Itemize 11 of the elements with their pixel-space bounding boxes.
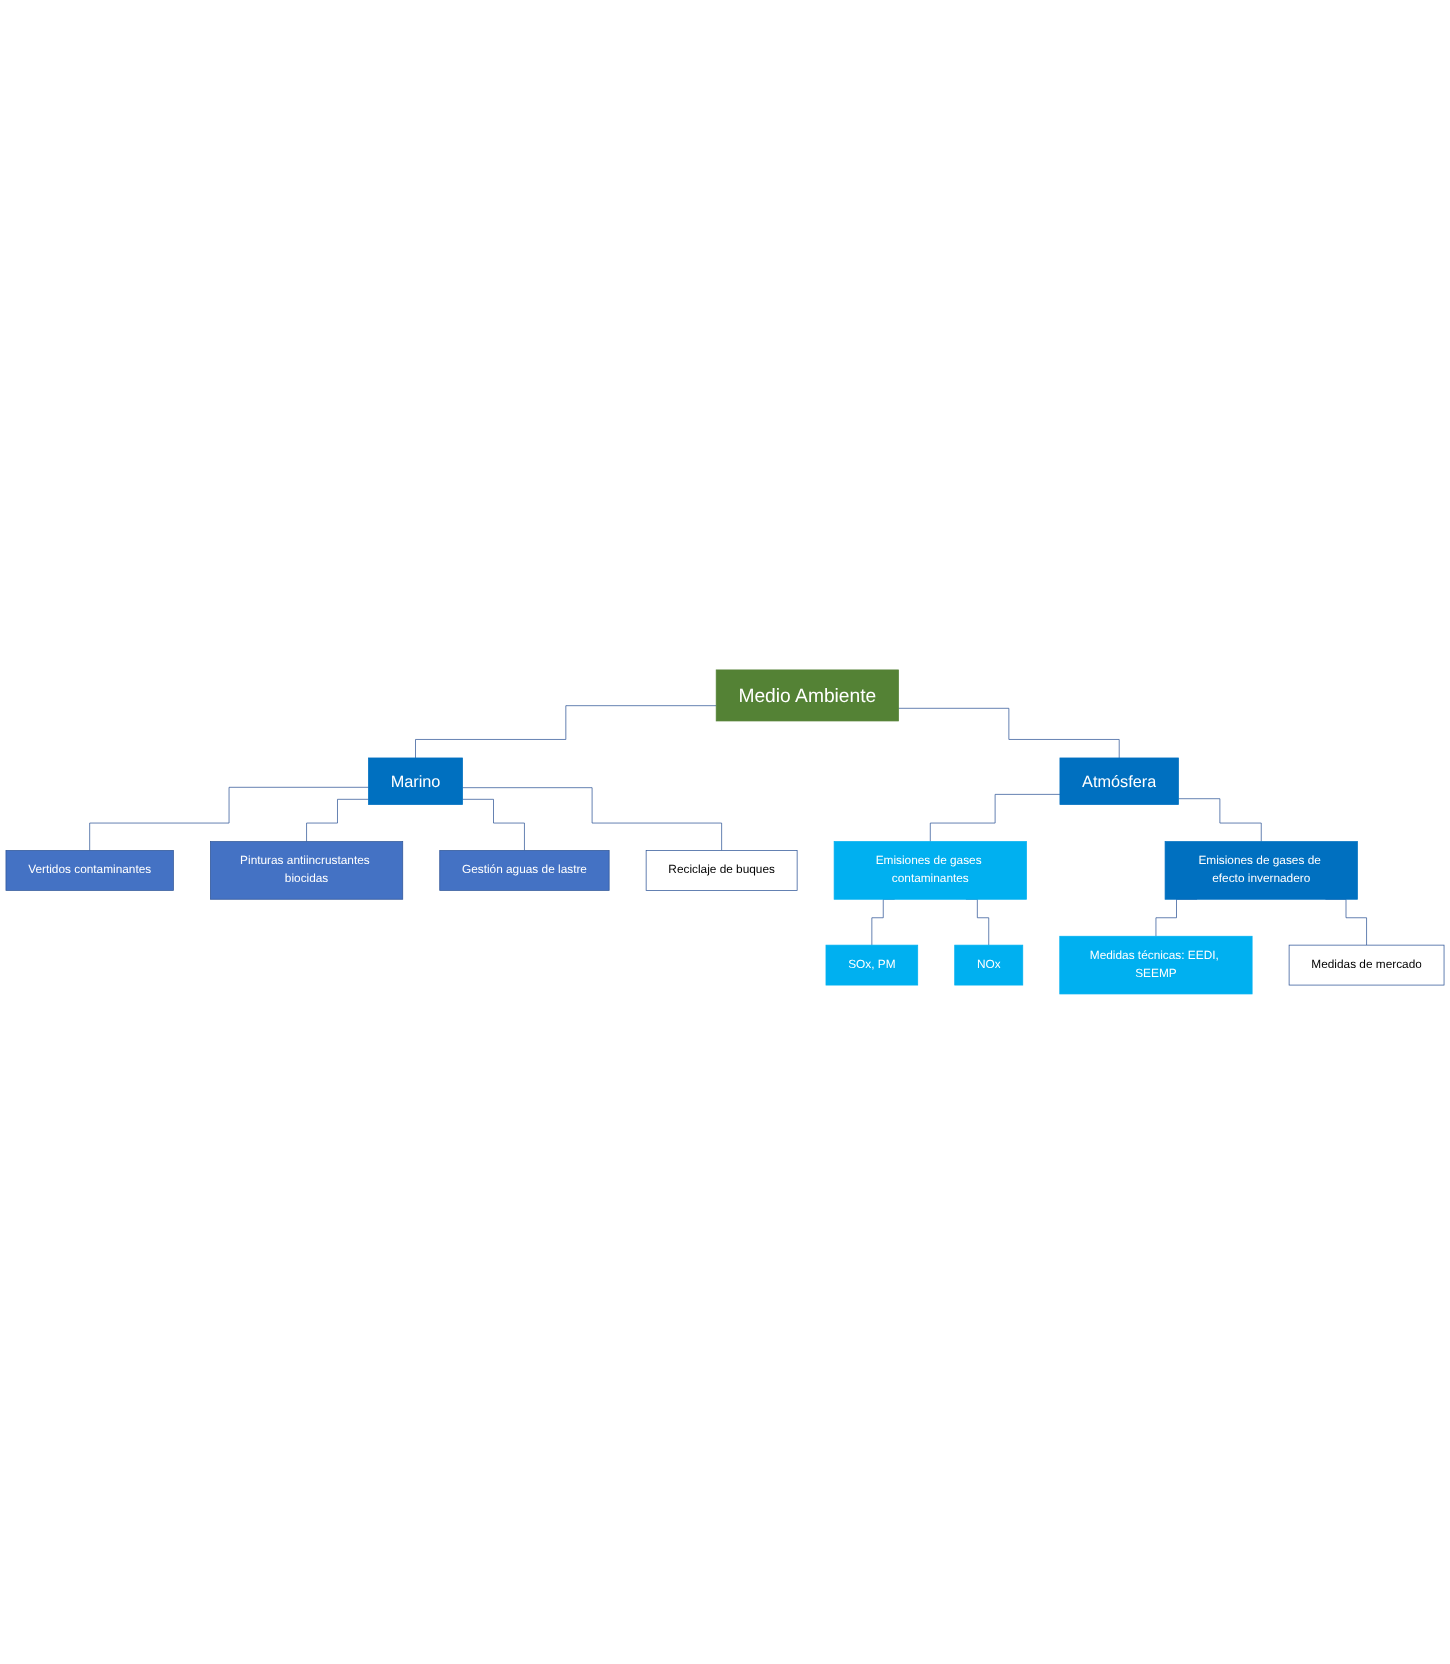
node-box: Medio Ambiente: [715, 669, 899, 722]
connector: [89, 787, 369, 851]
connector: [415, 705, 717, 759]
connector: [929, 794, 1061, 842]
node-box: Atmósfera: [1059, 757, 1179, 805]
connector: [306, 799, 369, 842]
connector: [462, 799, 525, 851]
connector: [462, 787, 722, 851]
connector: [1178, 798, 1262, 842]
node-box: Marino: [368, 757, 463, 805]
connector: [898, 708, 1120, 759]
